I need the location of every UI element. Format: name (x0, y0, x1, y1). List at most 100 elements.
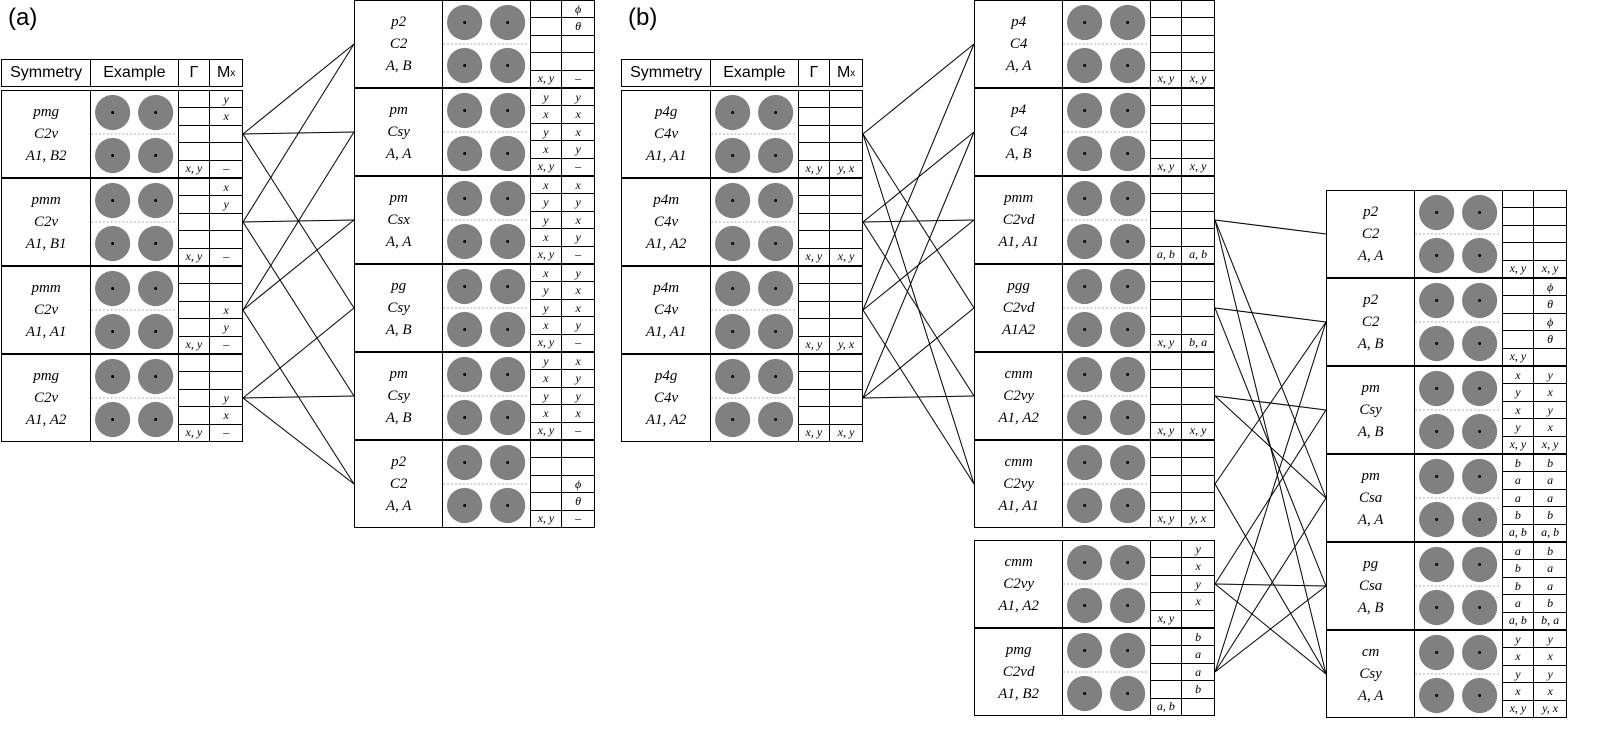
table-cell: ϕ (562, 1, 594, 19)
mode-column-c1: x, y (1150, 1, 1183, 87)
header-gamma: Γ (179, 60, 211, 86)
table-cell: y (562, 370, 594, 388)
table-cell: x (562, 212, 594, 230)
example-lattice-image (1063, 356, 1150, 436)
table-cell (830, 91, 862, 109)
symmetry-line3: A1, A2 (645, 412, 687, 428)
example-cell (1415, 455, 1503, 541)
example-lattice-image (711, 94, 798, 174)
symmetry-line3: A, A (1357, 512, 1384, 528)
mode-column-c1: x, y (1150, 89, 1183, 175)
connector-line (1214, 483, 1327, 675)
table-cell: x, y (537, 423, 555, 438)
table-cell (1150, 177, 1182, 195)
mode-column-c1: x, y (1150, 441, 1183, 527)
table-cell (1150, 194, 1182, 212)
table-cell (1150, 629, 1182, 647)
table-cell (798, 319, 830, 337)
table-cell (830, 302, 862, 320)
table-cell (830, 372, 862, 390)
table-cell: y (530, 212, 562, 230)
table-cell (830, 231, 862, 249)
connector-line (1214, 395, 1327, 499)
connector-line (242, 221, 355, 397)
symmetry-line2: C4v (654, 126, 679, 142)
mode-column-gamma: x, y (178, 179, 211, 265)
mode-column-gamma: x, y (178, 355, 211, 441)
symmetry-line3: A, B (1357, 600, 1384, 616)
table-cell: x, y (1157, 335, 1175, 350)
connector-line (1214, 219, 1327, 235)
table-cell: a (1534, 490, 1566, 508)
symmetry-line2: C2v (34, 126, 59, 142)
mode-column-c1: x, y (530, 441, 563, 527)
connector-line (242, 219, 355, 311)
connector-line (1214, 585, 1327, 673)
table-cell: y (530, 89, 562, 107)
table-cell: x (562, 282, 594, 300)
example-cell (1063, 89, 1151, 175)
example-cell (711, 91, 799, 177)
table-cell: y (1534, 367, 1566, 385)
table-cell (1182, 53, 1214, 71)
mode-column-c2: x, y (1534, 191, 1566, 277)
table-cell: y (530, 300, 562, 318)
example-cell (1063, 541, 1151, 627)
mode-column-gamma: x, y (798, 355, 831, 441)
table-cell: x, y (537, 511, 555, 526)
table-cell (1182, 370, 1214, 388)
table-cell (1150, 265, 1182, 283)
table-cell (798, 372, 830, 390)
table-cell: x, y (1541, 437, 1559, 452)
example-lattice-image (91, 94, 178, 174)
table-cell: y (210, 319, 242, 337)
symmetry-line2: C2vy (1003, 576, 1035, 592)
table-cell: – (223, 337, 230, 352)
example-cell (1063, 177, 1151, 263)
table-cell: – (575, 335, 582, 350)
table-cell: a (1182, 664, 1214, 682)
symmetry-line3: A1, A2 (998, 410, 1039, 426)
symmetry-line3: A, B (1357, 424, 1384, 440)
example-cell (443, 441, 531, 527)
symmetry-line3: A, A (385, 234, 412, 250)
table-cell: ϕ (562, 476, 594, 494)
symmetry-line1: pm (389, 190, 408, 206)
panel-label-b: (b) (628, 4, 658, 31)
symmetry-line3: A1, A1 (998, 234, 1039, 250)
table-cell: θ (1534, 331, 1566, 349)
example-cell (711, 267, 799, 353)
symmetry-line2: C4 (1009, 124, 1028, 140)
symmetry-line1: pmg (33, 104, 60, 120)
table-cell (1182, 388, 1214, 406)
table-cell: x (210, 407, 242, 425)
table-cell (1182, 265, 1214, 283)
symmetry-line2: Csy (1359, 666, 1382, 682)
table-cell (1502, 243, 1534, 261)
table-cell: a (1534, 578, 1566, 596)
mode-column-c1: x, y (1502, 191, 1535, 277)
table-cell (530, 476, 562, 494)
table-cell: a, b (1508, 525, 1527, 540)
symmetry-line1: pmg (33, 368, 60, 384)
table-cell (178, 231, 210, 249)
